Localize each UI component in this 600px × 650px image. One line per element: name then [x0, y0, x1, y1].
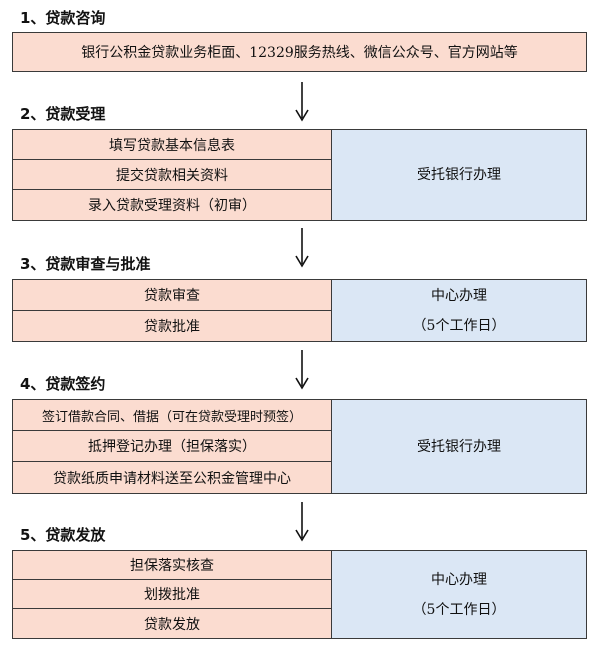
step-2-item-2: 提交贷款相关资料	[12, 159, 332, 190]
step-5-item-2: 划拨批准	[12, 579, 332, 609]
arrow-down-icon	[295, 82, 309, 122]
arrow-down-icon	[295, 502, 309, 542]
step-3-item-2: 贷款批准	[12, 310, 332, 342]
step-2-handler: 受托银行办理	[331, 129, 587, 221]
step-1-title: 1、贷款咨询	[20, 9, 106, 27]
step-4-item-1: 签订借款合同、借据（可在贷款受理时预签）	[12, 399, 332, 431]
step-2-item-3: 录入贷款受理资料（初审）	[12, 189, 332, 221]
arrow-down-icon	[295, 228, 309, 268]
step-4-handler-label: 受托银行办理	[417, 438, 501, 455]
arrow-down-icon	[295, 350, 309, 390]
step-2-item-1: 填写贷款基本信息表	[12, 129, 332, 160]
step-3-title: 3、贷款审查与批准	[20, 255, 151, 273]
step-5-handler-duration: （5个工作日）	[412, 601, 506, 618]
step-3-handler: 中心办理 （5个工作日）	[331, 279, 587, 342]
step-2-title: 2、贷款受理	[20, 105, 106, 123]
step-4-item-2: 抵押登记办理（担保落实）	[12, 430, 332, 462]
step-4-title: 4、贷款签约	[20, 375, 106, 393]
step-3-item-1: 贷款审查	[12, 279, 332, 311]
step-3-handler-duration: （5个工作日）	[412, 317, 506, 334]
step-5-item-1: 担保落实核查	[12, 550, 332, 580]
step-4-handler: 受托银行办理	[331, 399, 587, 494]
step-4-item-3: 贷款纸质申请材料送至公积金管理中心	[12, 461, 332, 494]
step-5-title: 5、贷款发放	[20, 526, 106, 544]
step-5-handler-label: 中心办理	[431, 571, 487, 588]
step-2-handler-label: 受托银行办理	[417, 167, 501, 183]
step-1-item-1: 银行公积金贷款业务柜面、12329服务热线、微信公众号、官方网站等	[12, 32, 587, 72]
step-5-item-3: 贷款发放	[12, 608, 332, 639]
step-3-handler-label: 中心办理	[431, 287, 487, 304]
step-5-handler: 中心办理 （5个工作日）	[331, 550, 587, 639]
